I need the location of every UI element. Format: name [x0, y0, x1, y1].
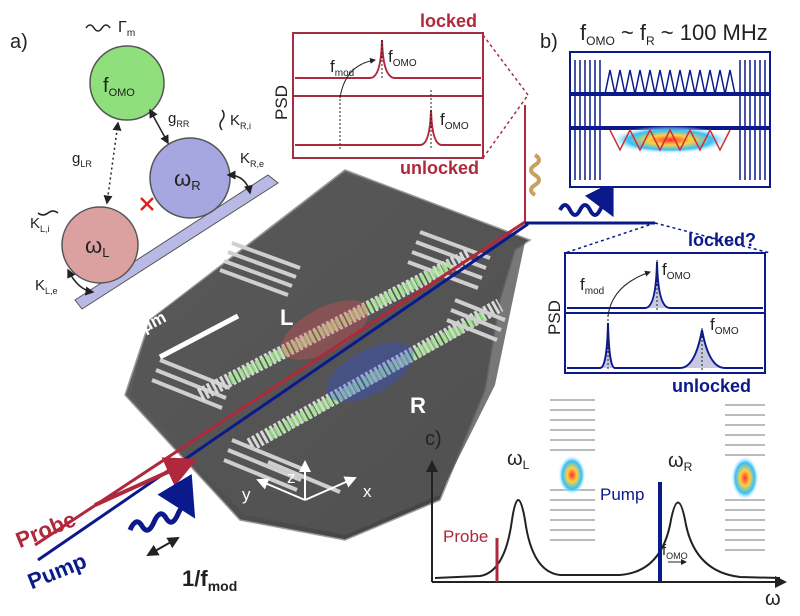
- axis-x-label: x: [363, 482, 372, 501]
- psd-top-ylabel: PSD: [272, 85, 291, 120]
- pump-wave: [127, 473, 196, 533]
- kle-arrow: [67, 268, 95, 296]
- spectrum-omega-r: ωR: [668, 450, 693, 474]
- psd-right-unlocked: unlocked: [672, 376, 751, 396]
- label-l: L: [280, 305, 293, 330]
- psd-top-locked: locked: [420, 11, 477, 31]
- beam-l-green: [227, 260, 453, 385]
- label-r: R: [410, 393, 426, 418]
- scale-bar: [158, 313, 240, 360]
- gamma-wave: [85, 24, 111, 32]
- axis-y-label: y: [242, 485, 251, 504]
- panel-c-label: c): [425, 428, 442, 450]
- probe-out-wave: [529, 153, 541, 197]
- psd-right-locked: locked?: [688, 230, 756, 250]
- grr-arrow: [149, 108, 169, 145]
- coord-axes: [256, 460, 357, 501]
- omo-circle: [89, 45, 165, 121]
- psd-right-inset: [564, 252, 766, 374]
- spectrum-plot: [426, 399, 787, 588]
- kre-label: KR,e: [240, 150, 264, 169]
- glr-arrow: [103, 121, 122, 205]
- spectrum-axis-label: ω: [765, 588, 781, 610]
- spectrum-fomo: fOMO: [662, 542, 688, 561]
- omo-circle-label: fOMO: [103, 75, 135, 99]
- probe-beam: [34, 220, 526, 547]
- omega-l-circle: [61, 206, 139, 284]
- kri-wave: [219, 109, 225, 131]
- psd-right-ylabel: PSD: [545, 300, 564, 335]
- kri-label: KR,i: [230, 112, 251, 131]
- fmod-label: 1/fmod: [182, 566, 237, 594]
- pump-label: Pump: [24, 548, 90, 594]
- panel-a-label: a): [10, 31, 28, 53]
- grr-label: gRR: [168, 110, 190, 129]
- psd-right-fomo2: fOMO: [710, 315, 739, 337]
- mode-r-highlight: [326, 342, 414, 402]
- beam-r-green: [267, 310, 488, 440]
- beam-l: [196, 248, 474, 402]
- spectrum-pump: Pump: [600, 485, 644, 504]
- pump-beam: [37, 222, 529, 562]
- comb-pads-lower: [223, 298, 506, 494]
- comb-pads-upper: [151, 230, 491, 410]
- kle-label: KL,e: [35, 277, 58, 296]
- spectrum-omega-l: ωL: [507, 448, 530, 472]
- axis-z-label: z: [287, 468, 296, 487]
- spectrum-probe: Probe: [443, 527, 488, 546]
- omega-r-label: ωR: [174, 166, 201, 193]
- simulation-image: [569, 51, 771, 188]
- mode-l-highlight: [281, 300, 369, 360]
- psd-top-inset: [292, 32, 484, 159]
- kli-wave: [37, 210, 59, 216]
- psd-top-fmod: fmod: [330, 57, 354, 79]
- psd-right-connector: [564, 222, 771, 254]
- kli-label: KL,i: [30, 215, 50, 234]
- probe-label: Probe: [12, 506, 79, 553]
- psd-right-fomo1: fOMO: [662, 260, 691, 282]
- psd-top-unlocked: unlocked: [400, 158, 479, 178]
- panel-b-title: fOMO ~ fR ~ 100 MHz: [580, 20, 768, 48]
- omega-l-label: ωL: [85, 233, 109, 260]
- psd-top-connector: [482, 34, 529, 159]
- fmod-double-arrow: [146, 537, 180, 556]
- kre-arrow: [226, 170, 253, 195]
- sem-device: 5 μm L R z x y: [124, 169, 532, 541]
- pump-out-wave: [558, 181, 614, 218]
- glr-label: gLR: [72, 150, 92, 169]
- psd-top-fomo1: fOMO: [388, 47, 417, 69]
- panel-b-label: b): [540, 31, 558, 53]
- psd-top-fomo2: fOMO: [440, 110, 469, 132]
- cross-mark: [140, 197, 154, 211]
- gamma-label: Γm: [118, 19, 135, 39]
- waveguide-bar: [74, 174, 279, 310]
- probe-arrow: [94, 457, 198, 507]
- psd-right-fmod: fmod: [580, 275, 604, 297]
